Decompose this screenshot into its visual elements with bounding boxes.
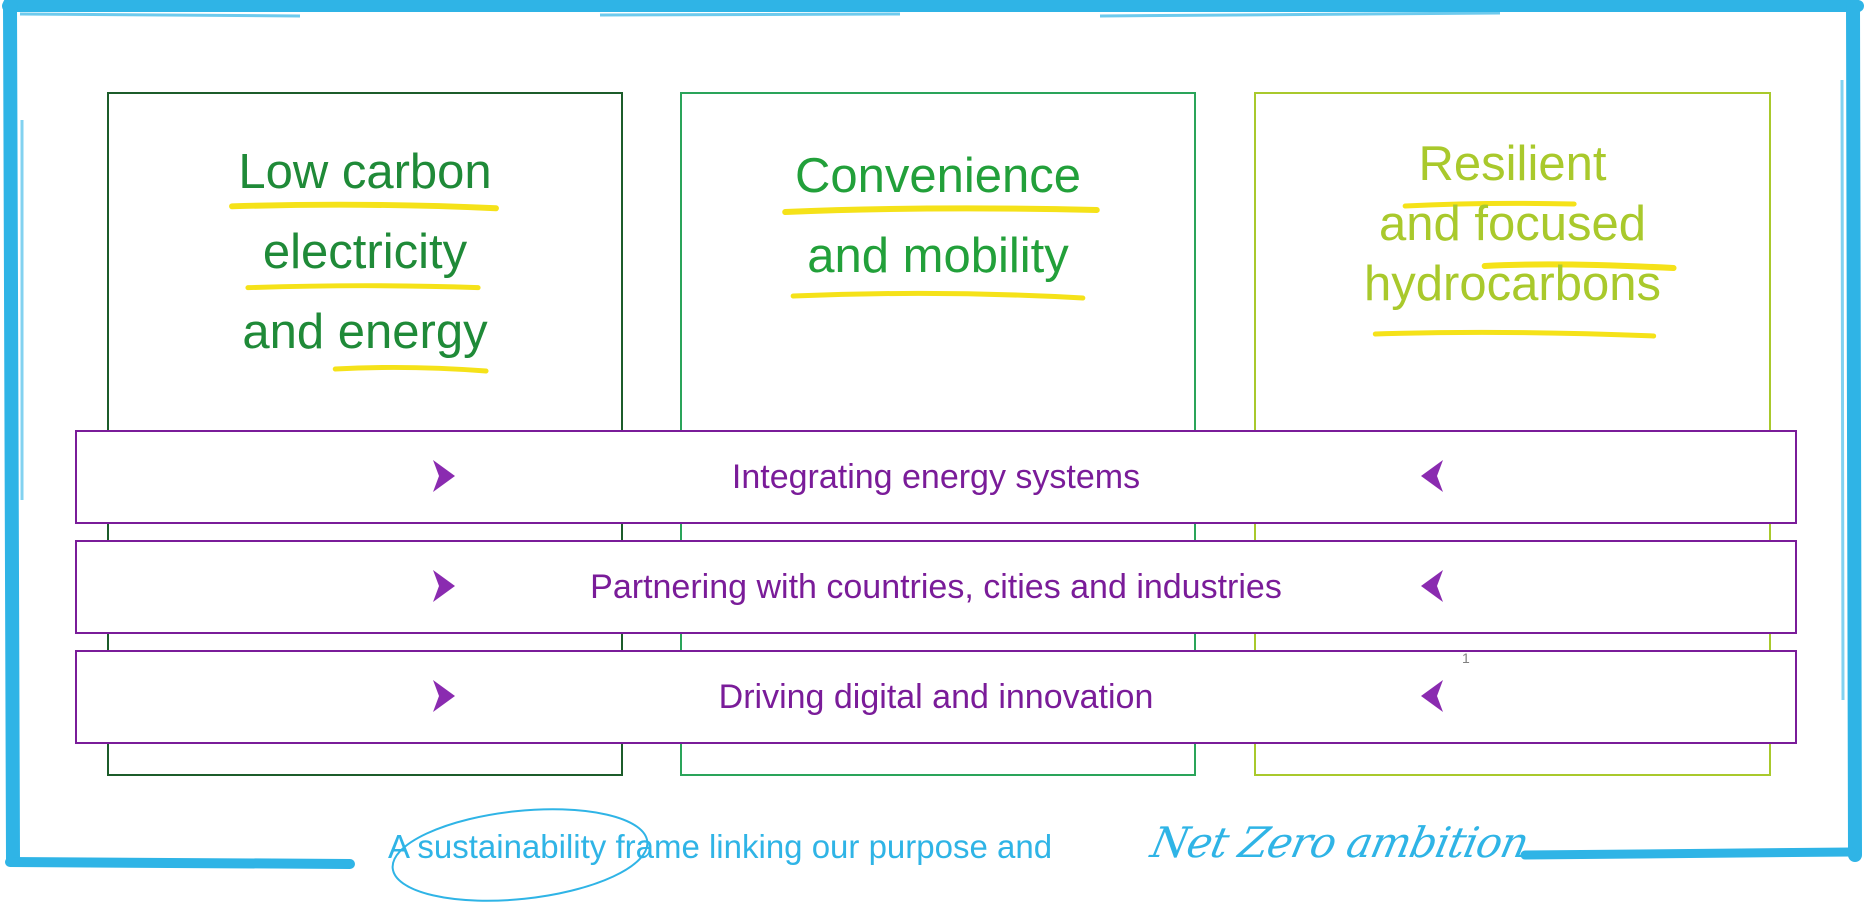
pillar-title-line: and energy bbox=[242, 305, 488, 359]
chevron-left-icon bbox=[1421, 570, 1443, 602]
pillar-title: Resilient and focused hydrocarbons bbox=[1256, 134, 1769, 314]
chevron-right-icon bbox=[433, 570, 455, 602]
pillar-title-line: and mobility bbox=[807, 229, 1069, 283]
pillar-title-line: Convenience bbox=[794, 149, 1082, 203]
band-digital-innovation: Driving digital and innovation bbox=[75, 650, 1797, 744]
pillar-title: Convenience and mobility bbox=[682, 136, 1194, 296]
chevron-left-icon bbox=[1421, 680, 1443, 712]
band-label: Driving digital and innovation bbox=[718, 678, 1154, 716]
band-integrating-energy: Integrating energy systems bbox=[75, 430, 1797, 524]
ellipse-scribble bbox=[391, 808, 649, 902]
band-partnering: Partnering with countries, cities and in… bbox=[75, 540, 1797, 634]
pillar-title-line: Resilient bbox=[1418, 137, 1607, 191]
chevron-left-icon bbox=[1421, 460, 1443, 492]
pillar-title-line: and focused bbox=[1379, 197, 1646, 251]
tagline-text: A sustainability frame linking our purpo… bbox=[388, 828, 1053, 865]
net-zero-script: Net Zero ambition bbox=[1146, 818, 1533, 867]
footnote-marker: 1 bbox=[1462, 650, 1470, 666]
chevron-right-icon bbox=[433, 460, 455, 492]
chevron-right-icon bbox=[433, 680, 455, 712]
band-label: Integrating energy systems bbox=[731, 458, 1141, 496]
pillar-title: Low carbon electricity and energy bbox=[109, 132, 621, 372]
pillar-title-line: Low carbon bbox=[238, 145, 492, 199]
band-label: Partnering with countries, cities and in… bbox=[590, 568, 1282, 606]
pillar-title-line: hydrocarbons bbox=[1364, 257, 1661, 311]
pillar-title-line: electricity bbox=[262, 225, 468, 279]
